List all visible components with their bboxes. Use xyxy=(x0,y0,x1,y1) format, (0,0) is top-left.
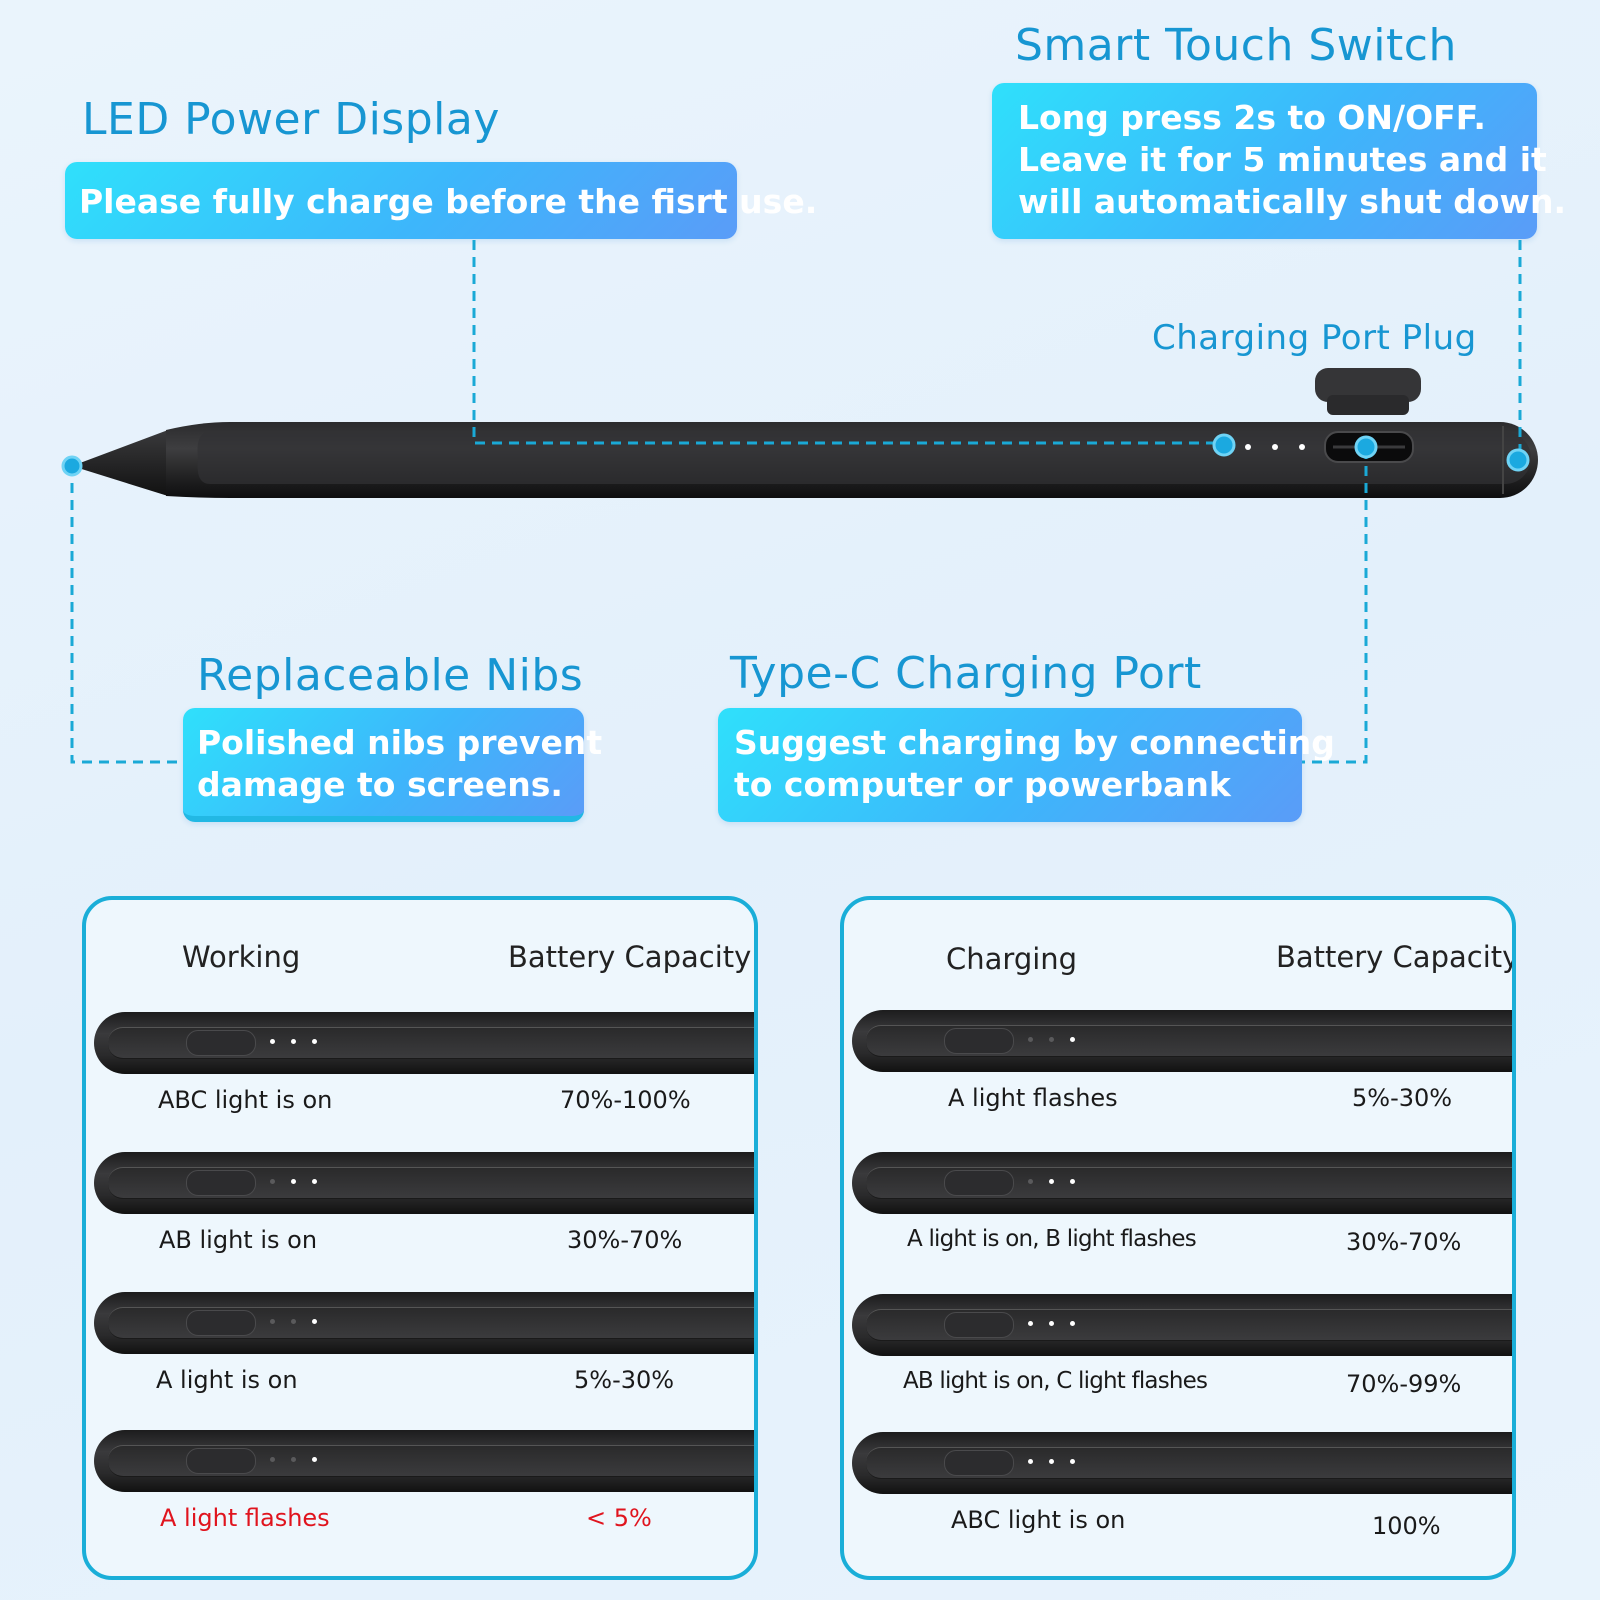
led-a-dot xyxy=(1245,444,1251,450)
led-c-dot xyxy=(1070,1179,1075,1184)
led-a-dot xyxy=(1028,1179,1033,1184)
working-row-2-stylus xyxy=(94,1152,754,1214)
charging-row-3-stylus xyxy=(852,1294,1512,1356)
led-b-dot xyxy=(291,1457,296,1462)
charging-row-4-stylus xyxy=(852,1432,1512,1494)
working-row-4-stylus xyxy=(94,1430,754,1492)
stylus-illustration xyxy=(61,240,1538,764)
charging-row-1-capacity: 5%-30% xyxy=(1352,1084,1453,1112)
touch-switch xyxy=(944,1312,1014,1338)
charging-battery-capacity-header: Battery Capacity xyxy=(1276,940,1516,974)
led-c-dot xyxy=(1070,1037,1075,1042)
charging-row-3-capacity: 70%-99% xyxy=(1346,1370,1462,1398)
charging-row-2-capacity: 30%-70% xyxy=(1346,1228,1462,1256)
nibs-connector xyxy=(70,466,183,764)
working-battery-capacity-header: Battery Capacity xyxy=(508,940,752,974)
led-a-dot xyxy=(270,1039,275,1044)
charging-port-plug xyxy=(1315,368,1421,402)
working-battery-table: Working Battery Capacity ABC light is on… xyxy=(82,896,758,1580)
typec-line-2: to computer or powerbank xyxy=(734,765,1231,804)
touch-switch xyxy=(186,1310,256,1336)
led-b-dot xyxy=(1049,1321,1054,1326)
led-a-dot xyxy=(270,1319,275,1324)
nibs-callout: Polished nibs prevent damage to screens. xyxy=(183,708,603,822)
stylus-nib xyxy=(72,430,168,496)
led-b-dot xyxy=(291,1319,296,1324)
led-b-dot xyxy=(291,1179,296,1184)
working-row-2-capacity: 30%-70% xyxy=(567,1226,683,1254)
led-a-dot xyxy=(1028,1459,1033,1464)
working-row-4-capacity: < 5% xyxy=(586,1504,652,1532)
led-c-dot xyxy=(312,1319,317,1324)
typec-connector xyxy=(1302,449,1368,764)
smart-touch-callout: Long press 2s to ON/OFF. Leave it for 5 … xyxy=(992,83,1567,239)
replaceable-nibs-title: Replaceable Nibs xyxy=(197,650,584,701)
working-row-3-label: A light is on xyxy=(156,1366,298,1394)
working-row-3-stylus xyxy=(94,1292,754,1354)
led-a-dot xyxy=(270,1457,275,1462)
led-c-dot xyxy=(312,1039,317,1044)
charging-row-4-label: ABC light is on xyxy=(951,1506,1126,1534)
charging-row-4-capacity: 100% xyxy=(1372,1512,1441,1540)
charging-header: Charging xyxy=(946,942,1078,976)
working-row-1-stylus xyxy=(94,1012,754,1074)
touch-switch xyxy=(186,1170,256,1196)
working-row-4-label: A light flashes xyxy=(160,1504,330,1532)
working-header: Working xyxy=(182,940,301,974)
touch-switch xyxy=(186,1030,256,1056)
working-row-3-capacity: 5%-30% xyxy=(574,1366,675,1394)
working-row-2-label: AB light is on xyxy=(159,1226,318,1254)
smart-touch-switch-title: Smart Touch Switch xyxy=(1015,20,1457,71)
charging-row-1-label: A light flashes xyxy=(948,1084,1118,1112)
smart-touch-line-1: Long press 2s to ON/OFF. xyxy=(1018,98,1486,137)
led-c-dot xyxy=(312,1457,317,1462)
led-b-dot xyxy=(291,1039,296,1044)
type-c-charging-port-title: Type-C Charging Port xyxy=(730,648,1202,699)
typec-line-1: Suggest charging by connecting xyxy=(734,723,1335,762)
charging-port-plug-title: Charging Port Plug xyxy=(1152,318,1477,358)
touch-switch xyxy=(944,1170,1014,1196)
charging-row-1-stylus xyxy=(852,1010,1512,1072)
nibs-line-2: damage to screens. xyxy=(197,765,563,804)
charging-row-2-label: A light is on, B light flashes xyxy=(907,1226,1197,1252)
led-b-dot xyxy=(1049,1179,1054,1184)
smart-touch-line-3: will automatically shut down. xyxy=(1018,182,1567,221)
touch-switch xyxy=(944,1450,1014,1476)
led-b-dot xyxy=(1049,1037,1054,1042)
working-row-1-capacity: 70%-100% xyxy=(560,1086,691,1114)
led-c-dot xyxy=(1070,1459,1075,1464)
led-a-dot xyxy=(1028,1321,1033,1326)
charging-battery-table: Charging Battery Capacity A light flashe… xyxy=(840,896,1516,1580)
led-c-dot xyxy=(1070,1321,1075,1326)
led-callout-text: Please fully charge before the fisrt use… xyxy=(79,182,818,221)
led-callout: Please fully charge before the fisrt use… xyxy=(65,162,818,239)
typec-callout: Suggest charging by connecting to comput… xyxy=(718,708,1335,822)
led-c-dot xyxy=(1299,444,1305,450)
led-connector xyxy=(472,240,1224,445)
charging-row-2-stylus xyxy=(852,1152,1512,1214)
charging-row-3-label: AB light is on, C light flashes xyxy=(903,1368,1208,1394)
led-a-dot xyxy=(270,1179,275,1184)
nibs-line-1: Polished nibs prevent xyxy=(197,723,603,762)
led-c-dot xyxy=(312,1179,317,1184)
touch-switch xyxy=(944,1028,1014,1054)
led-power-display-title: LED Power Display xyxy=(82,94,500,145)
smart-touch-line-2: Leave it for 5 minutes and it xyxy=(1018,140,1547,179)
touch-switch xyxy=(186,1448,256,1474)
led-b-dot xyxy=(1272,444,1278,450)
led-a-dot xyxy=(1028,1037,1033,1042)
working-row-1-label: ABC light is on xyxy=(158,1086,333,1114)
led-b-dot xyxy=(1049,1459,1054,1464)
